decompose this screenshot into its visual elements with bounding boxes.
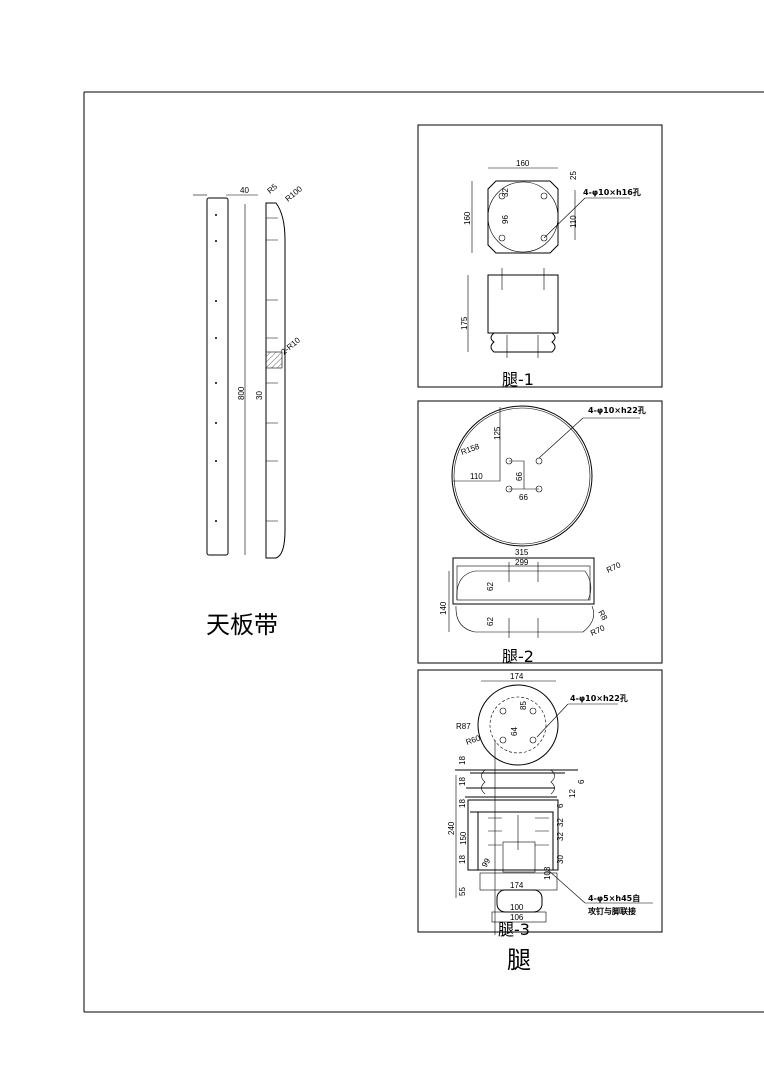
dimension-label: 30 [556,855,565,864]
dimension-label: 160 [463,211,472,225]
dimension-label: 攻钉与脚联接 [588,906,636,916]
tabletop-band-title: 天板带 [206,611,278,639]
dimension-label: 96 [501,215,510,224]
dimension-label: 66 [519,493,528,502]
leg-3-label: 腿-3 [498,920,530,939]
dimension-label: 110 [569,215,578,228]
leg-2-panel: 125 R158 110 66 66 4-φ10×h22孔 315 299 14… [417,400,663,666]
dimension-label: 18 [458,756,467,765]
dimension-label: 315 [515,548,529,557]
dimension-label: 99 [480,856,493,869]
dimension-label: 4-φ5×h45自 [588,893,640,903]
dimension-label: R70 [589,623,607,638]
leg-1-panel: 160 160 25 110 96 32 4-φ10×h16孔 175 腿-1 [417,124,663,389]
dimension-label: 4-φ10×h22孔 [588,405,646,415]
dimension-label: 160 [516,159,530,168]
dimension-label: 64 [510,727,519,736]
dimension-label: 240 [447,821,456,835]
strip-slots [266,217,278,522]
dimension-label: 32 [501,188,510,197]
dimension-label: 18 [458,799,467,808]
dimension-label: 174 [510,672,524,681]
dimension-label: 125 [493,426,502,440]
dimension-label: 12 [568,789,577,798]
dimension-label: 4-φ10×h16孔 [583,187,641,197]
dimension-label: 66 [515,472,524,481]
dimension-label: 30 [255,391,264,400]
screw-marks [488,815,549,850]
dimension-label: 62 [486,617,495,626]
dimension-label: R87 [456,722,471,731]
dimension-label: 299 [515,558,529,567]
dimension-label: 85 [519,701,528,710]
dimension-label: 6 [577,779,586,784]
leg-3-panel: 174 R87 R60 64 85 4-φ10×h22孔 18 18 18 24… [417,669,663,974]
dimension-label: 32 [556,832,565,841]
leg-2-label: 腿-2 [502,647,534,666]
dimension-label: 40 [240,186,249,195]
legs-group-title: 腿 [507,946,531,974]
dimension-label: 175 [460,316,469,330]
dimension-label: 18 [458,777,467,786]
dimension-label: R5 [266,182,280,196]
dimension-label: 18 [458,855,467,864]
dimension-label: 106 [510,913,524,922]
sheet-frame [83,91,764,1013]
dimension-label: 4-φ10×h22孔 [570,693,628,703]
dimension-label: 100 [510,903,524,912]
bolt-holes [498,192,548,242]
dimension-label: 174 [510,881,524,890]
dimension-label: 32 [556,818,565,827]
dimension-label: R158 [460,442,482,457]
dimension-label: 2-R10 [280,335,303,356]
dimension-label: 150 [459,831,468,845]
dimension-label: 6 [556,803,565,808]
bolt-holes [499,707,537,744]
screw-hole-dots [215,214,217,522]
dimension-label: 55 [458,887,467,896]
dimension-label: 103 [543,866,552,880]
dimension-label: 800 [237,386,246,400]
dimension-label: 110 [470,472,483,481]
dimension-label: R100 [284,184,305,204]
tabletop-band-drawing: 40 R5 R100 2-R10 800 30 天板带 [193,182,304,639]
dimension-label: 62 [486,582,495,591]
dimension-label: R70 [605,560,623,575]
dimension-label: 140 [439,601,448,615]
leg-1-label: 腿-1 [502,370,534,389]
dimension-label: R8 [596,609,609,623]
dimension-label: 25 [569,171,578,180]
